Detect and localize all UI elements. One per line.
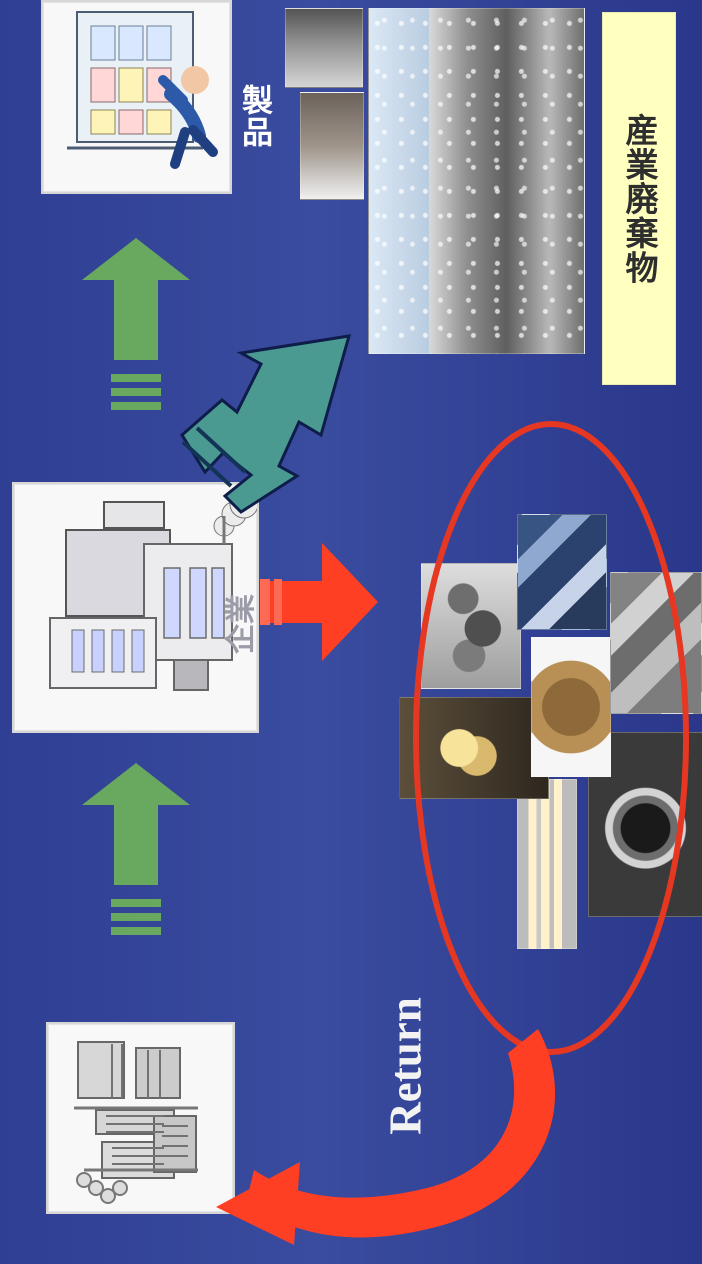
industrial-materials-icon (48, 1024, 233, 1212)
recycle-oval-icon (408, 408, 694, 1068)
enterprise-label: 企業 (216, 594, 260, 654)
waste-photo-top-middle (300, 92, 364, 200)
waste-photo-top-small (285, 8, 363, 88)
warehouse-products-icon (43, 2, 230, 192)
factory-card: 企業 (12, 482, 259, 733)
products-card (41, 0, 232, 194)
teal-arrow-icon (171, 330, 361, 518)
red-arrow-enterprise-icon (260, 543, 378, 661)
landfill-photo (368, 8, 585, 354)
materials-card (46, 1022, 235, 1214)
return-label: Return (380, 997, 432, 1134)
green-arrow-bottom-icon (82, 763, 190, 955)
industrial-waste-label: 産業廃棄物 (615, 113, 663, 285)
products-label: 製品 (232, 84, 277, 148)
industrial-waste-label-box: 産業廃棄物 (602, 12, 676, 385)
